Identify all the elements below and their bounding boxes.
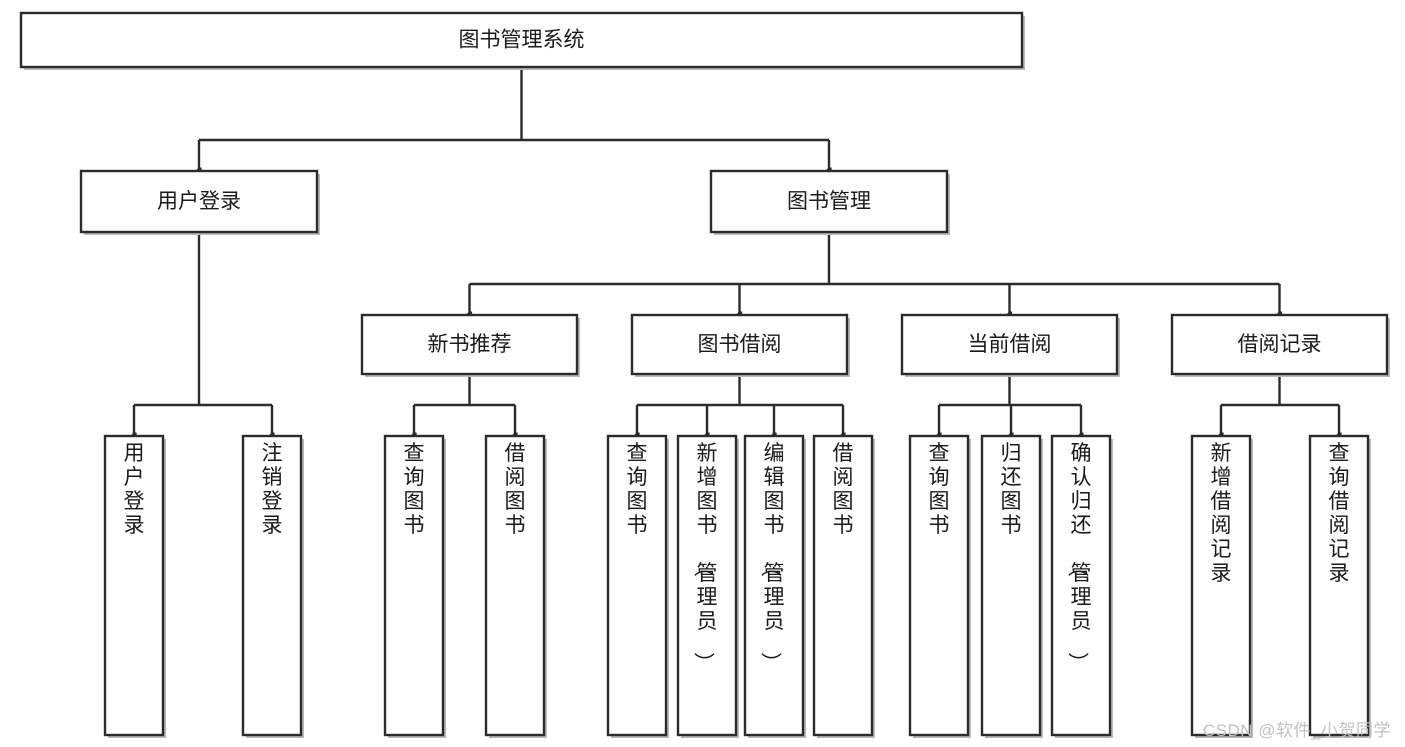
node-leaf-add-borrow-record[interactable]: 新增借阅记录 <box>1190 434 1253 738</box>
node-box[interactable] <box>360 313 579 376</box>
node-label: 查询图书 <box>627 442 648 537</box>
node-root[interactable]: 图书管理系统 <box>19 11 1025 70</box>
node-layer: 图书管理系统用户登录图书管理新书推荐图书借阅当前借阅借阅记录用户登录注销登录查询… <box>19 11 1390 738</box>
node-box[interactable] <box>79 169 319 234</box>
node-current-borrow[interactable]: 当前借阅 <box>900 313 1120 377</box>
node-label: 查询图书 <box>929 442 950 537</box>
node-label: 当前借阅 <box>968 333 1052 356</box>
node-leaf-confirm-return[interactable]: 确认归还（管理员） <box>1050 434 1113 738</box>
node-leaf-return-book[interactable]: 归还图书 <box>980 434 1043 738</box>
node-box[interactable] <box>383 434 445 737</box>
node-leaf-borrow-book[interactable]: 借阅图书 <box>812 434 875 738</box>
node-label: 图书借阅 <box>698 333 782 356</box>
node-leaf-borrow-book-rec[interactable]: 借阅图书 <box>484 434 547 738</box>
node-box[interactable] <box>1308 434 1370 737</box>
node-label: 借阅图书 <box>505 442 526 537</box>
node-box[interactable] <box>1170 313 1389 376</box>
node-leaf-user-login[interactable]: 用户登录 <box>103 434 166 738</box>
node-leaf-query-book-borrow[interactable]: 查询图书 <box>606 434 669 738</box>
node-label: 借阅图书 <box>833 442 854 537</box>
node-leaf-query-borrow-record[interactable]: 查询借阅记录 <box>1308 434 1371 738</box>
node-label: 用户登录 <box>124 442 145 537</box>
node-book-borrow[interactable]: 图书借阅 <box>630 313 850 377</box>
node-label: 查询图书 <box>404 442 425 537</box>
node-label: 用户登录 <box>157 190 241 213</box>
node-label: 借阅记录 <box>1238 333 1322 356</box>
node-box[interactable] <box>812 434 874 737</box>
node-box[interactable] <box>19 11 1024 69</box>
node-leaf-add-book[interactable]: 新增图书（管理员） <box>676 434 739 738</box>
node-box[interactable] <box>484 434 546 737</box>
connector-layer <box>134 67 1339 435</box>
node-box[interactable] <box>103 434 165 737</box>
node-box[interactable] <box>709 169 949 234</box>
node-label: 注销登录 <box>262 442 283 537</box>
node-box[interactable] <box>980 434 1042 737</box>
node-box[interactable] <box>743 434 805 737</box>
node-box[interactable] <box>1190 434 1252 737</box>
node-borrow-record[interactable]: 借阅记录 <box>1170 313 1390 377</box>
node-leaf-edit-book[interactable]: 编辑图书（管理员） <box>743 434 806 738</box>
node-book-manage[interactable]: 图书管理 <box>709 169 950 235</box>
connector-group <box>134 232 272 435</box>
connector-group <box>637 374 843 435</box>
connector-group <box>939 374 1081 435</box>
node-box[interactable] <box>676 434 738 737</box>
watermark-label: CSDN @软件_小贺同学 <box>1202 721 1391 740</box>
node-label: 确认归还（管理员） <box>1066 442 1092 673</box>
node-leaf-query-book-current[interactable]: 查询图书 <box>908 434 971 738</box>
node-label: 编辑图书（管理员） <box>759 442 785 673</box>
node-leaf-query-book-rec[interactable]: 查询图书 <box>383 434 446 738</box>
connector-group <box>199 67 829 170</box>
node-leaf-user-logout[interactable]: 注销登录 <box>241 434 304 738</box>
node-box[interactable] <box>1050 434 1112 737</box>
node-label: 归还图书 <box>1001 442 1022 537</box>
connector-group <box>470 232 1280 314</box>
node-label: 图书管理系统 <box>459 29 585 52</box>
node-new-book-rec[interactable]: 新书推荐 <box>360 313 580 377</box>
node-label: 查询借阅记录 <box>1329 442 1350 585</box>
connector-group <box>414 374 515 435</box>
node-label: 新增借阅记录 <box>1211 442 1232 585</box>
node-box[interactable] <box>241 434 303 737</box>
node-label: 新增图书（管理员） <box>692 442 718 673</box>
node-box[interactable] <box>900 313 1119 376</box>
node-label: 新书推荐 <box>428 333 512 356</box>
node-box[interactable] <box>908 434 970 737</box>
node-label: 图书管理 <box>787 190 871 213</box>
connector-group <box>1221 374 1339 435</box>
node-box[interactable] <box>630 313 849 376</box>
node-user-login[interactable]: 用户登录 <box>79 169 320 235</box>
node-box[interactable] <box>606 434 668 737</box>
